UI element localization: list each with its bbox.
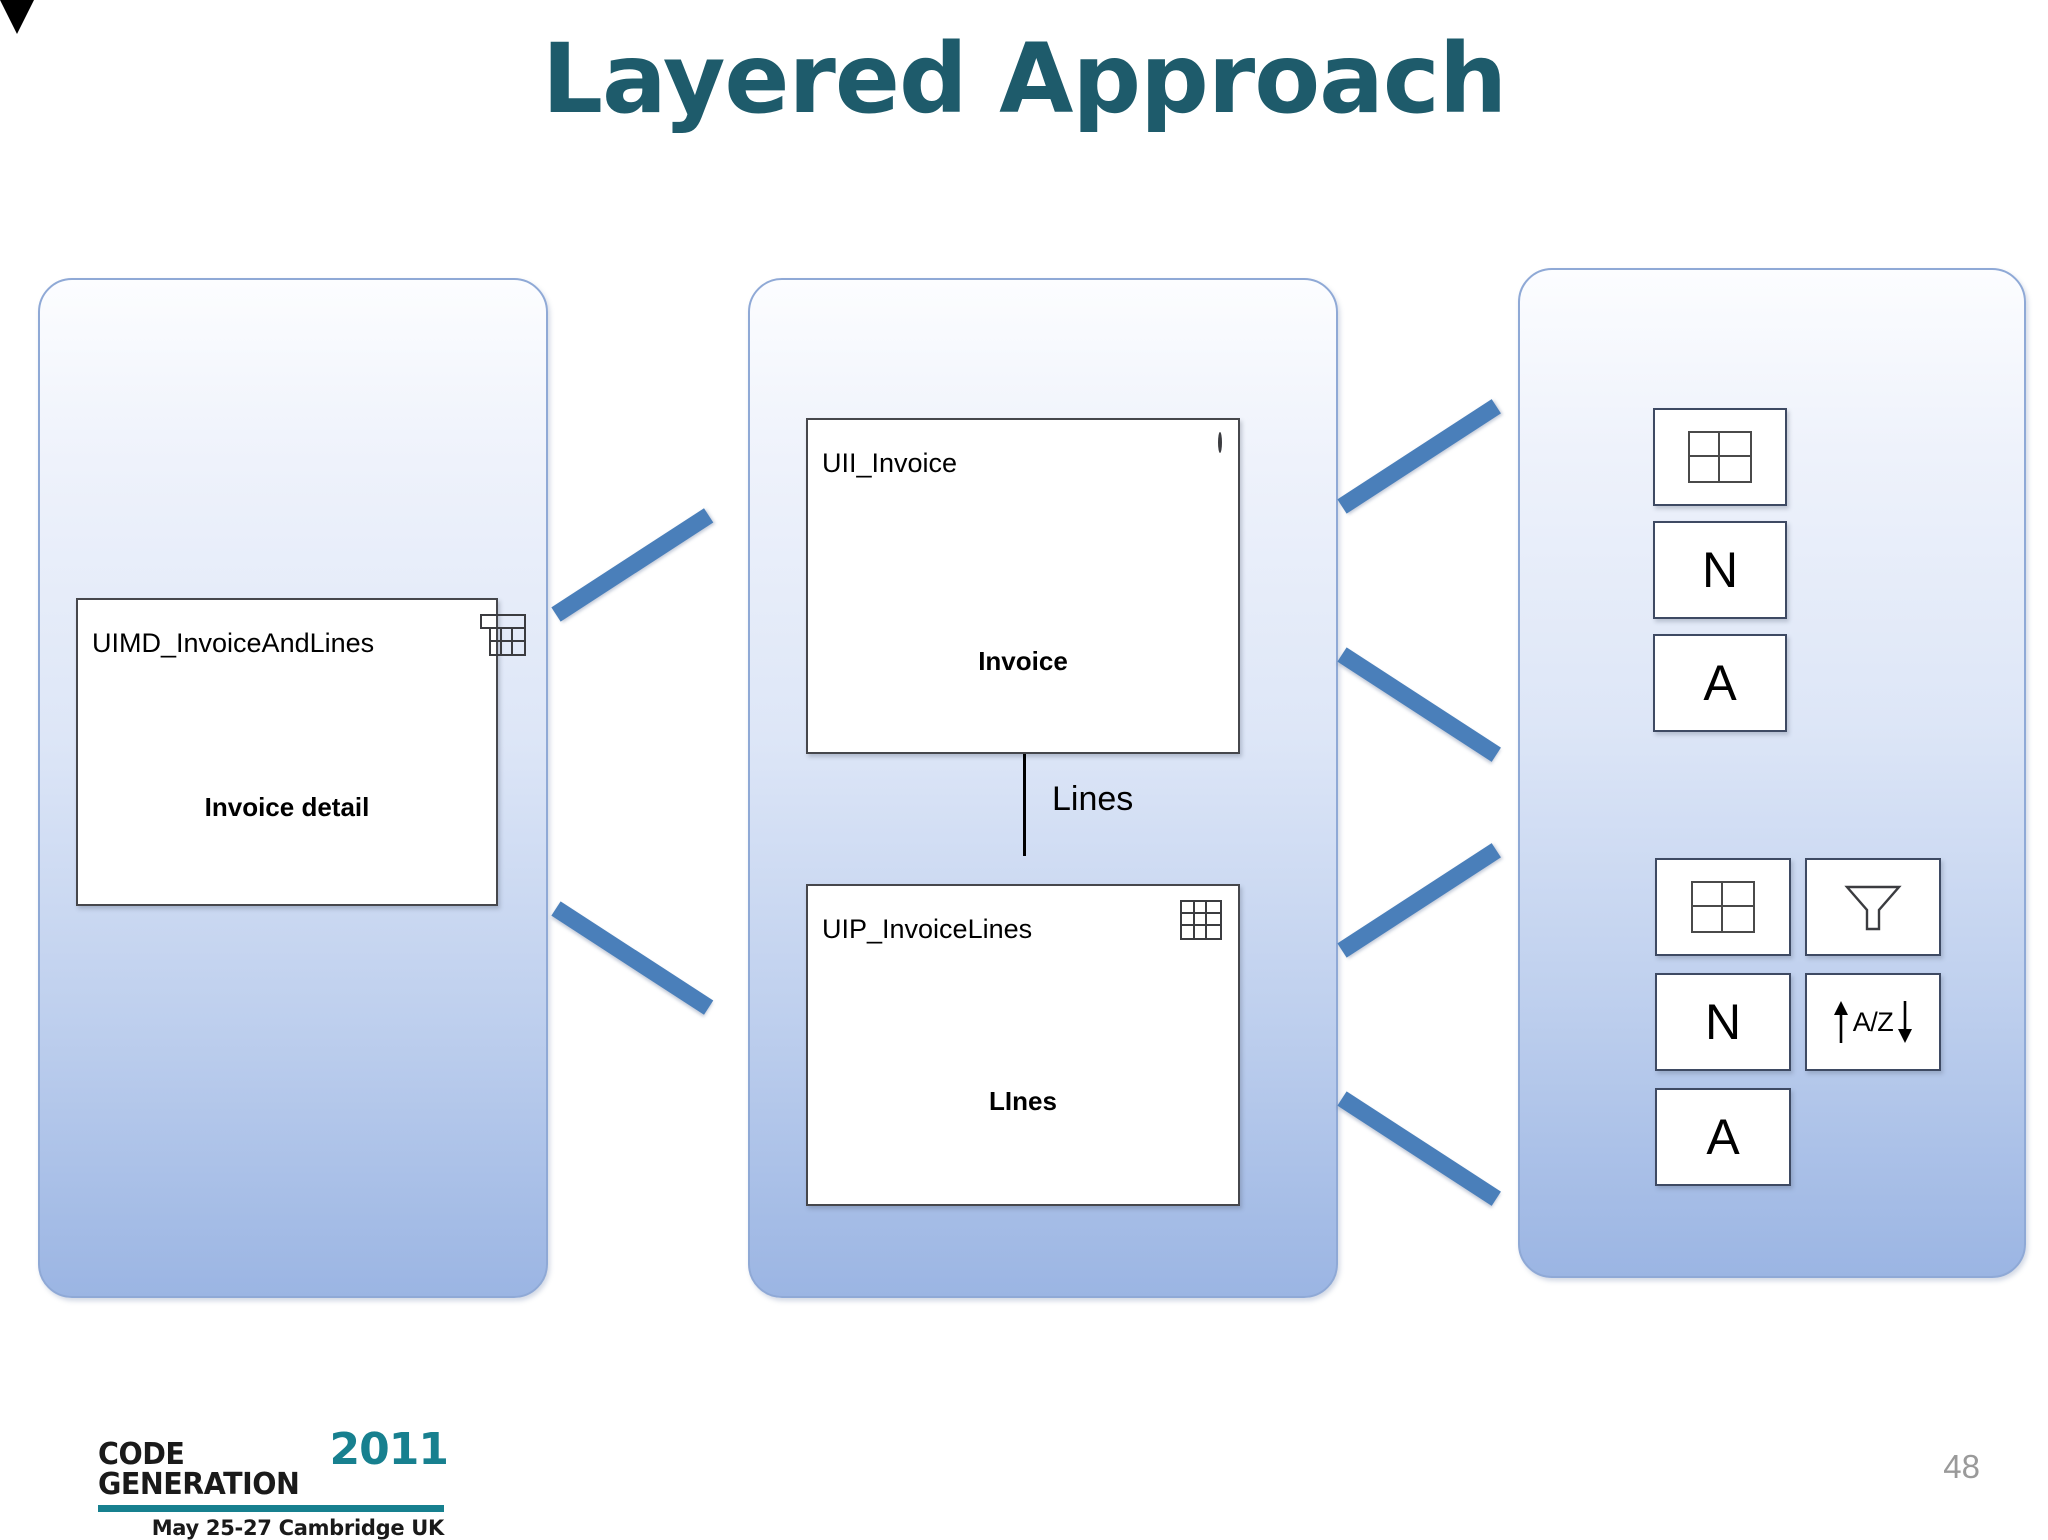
widget-card-sort-bottom[interactable]: A/Z: [1805, 973, 1941, 1071]
ui-box-uimd-invoiceandlines[interactable]: UIMD_InvoiceAndLines Invoice detail: [76, 598, 526, 906]
conference-logo: CODE GENERATION 2011 May 25-27 Cambridge…: [98, 1424, 449, 1540]
widget-card-number-top[interactable]: N: [1653, 521, 1787, 619]
grid-2x2-icon: [1691, 881, 1755, 933]
ui-box-name-label: UIP_InvoiceLines: [822, 914, 1033, 944]
widget-card-number-bottom[interactable]: N: [1655, 973, 1791, 1071]
grid-2x2-icon: [1688, 431, 1752, 483]
widget-card-alpha-top[interactable]: A: [1653, 634, 1787, 732]
connector-logic-to-widgets-3: [1337, 843, 1501, 958]
logo-divider: [98, 1505, 444, 1512]
widget-card-alpha-bottom[interactable]: A: [1655, 1088, 1791, 1186]
connector-logic-to-widgets-4: [1337, 1091, 1501, 1206]
ui-box-name-label: UII_Invoice: [822, 448, 958, 478]
ui-box-uip-invoicelines[interactable]: UIP_InvoiceLines LInes: [806, 884, 1240, 1206]
ui-box-caption: LInes: [989, 1086, 1057, 1116]
widget-label: N: [1704, 994, 1742, 1050]
ui-box-caption: Invoice detail: [204, 792, 370, 822]
circle-icon: [1218, 432, 1222, 453]
logo-subtitle: May 25-27 Cambridge UK: [151, 1516, 445, 1540]
widget-label: A: [1706, 1109, 1740, 1165]
page-number: 48: [1943, 1448, 1980, 1485]
widget-card-grid-top[interactable]: [1653, 408, 1787, 506]
grid-3x3-icon: [1180, 900, 1222, 940]
funnel-filter-icon: [1842, 880, 1904, 934]
association-line: [1023, 754, 1026, 856]
ui-box-caption: Invoice: [978, 646, 1068, 676]
ui-box-uii-invoice[interactable]: UII_Invoice Invoice: [806, 418, 1240, 754]
ui-box-name-label: UIMD_InvoiceAndLines: [92, 628, 375, 658]
sort-az-icon: A/Z: [1832, 999, 1915, 1045]
connector-logic-to-widgets-1: [1337, 399, 1501, 514]
association-label: Lines: [1052, 780, 1134, 818]
logo-year: 2011: [329, 1424, 449, 1475]
widget-label: N: [1701, 542, 1739, 598]
down-arrow-icon: [0, 0, 34, 34]
widget-card-filter-bottom[interactable]: [1805, 858, 1941, 956]
logo-words: CODE GENERATION: [98, 1437, 300, 1502]
connector-presentation-to-logic-upper: [551, 508, 714, 622]
connector-presentation-to-logic-lower: [551, 901, 714, 1015]
widget-label: A: [1703, 655, 1737, 711]
connector-logic-to-widgets-2: [1337, 647, 1501, 762]
page-title: Layered Approach: [541, 23, 1507, 135]
widget-card-grid-bottom[interactable]: [1655, 858, 1791, 956]
sort-label: A/Z: [1852, 1006, 1894, 1037]
